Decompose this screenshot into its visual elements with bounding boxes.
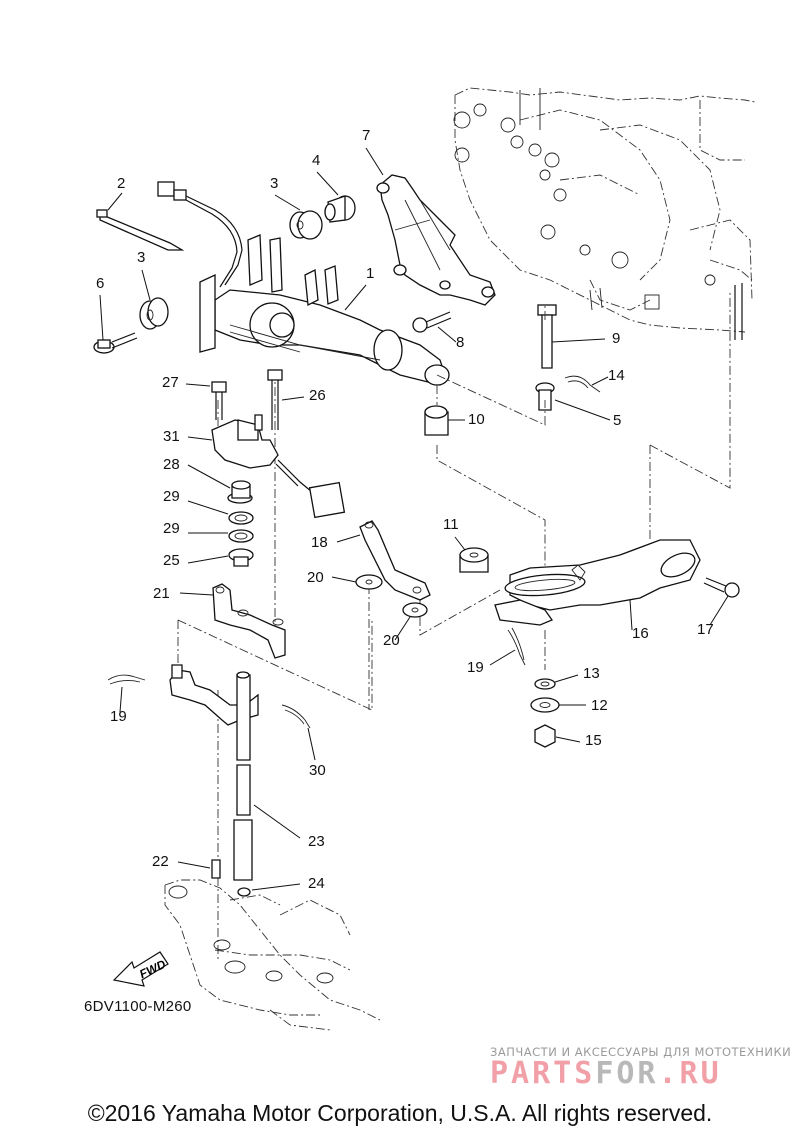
- callout-part-19: 19: [110, 708, 127, 725]
- callout-part-16: 16: [632, 625, 649, 642]
- callout-part-23: 23: [308, 833, 325, 850]
- copyright-notice: ©2016 Yamaha Motor Corporation, U.S.A. A…: [87, 1100, 713, 1126]
- bolt-part-27: [185, 381, 227, 420]
- callout-part-11: 11: [443, 516, 459, 533]
- washer-part-29: [187, 500, 254, 543]
- link-part-18: [336, 520, 431, 601]
- collar-part-5: [535, 382, 611, 421]
- shift-lever-lower: [169, 664, 259, 726]
- callout-part-17: 17: [697, 621, 714, 638]
- watermark-brand-3: .RU: [658, 1056, 722, 1091]
- assembly-lines: [177, 290, 731, 960]
- callout-part-31: 31: [163, 428, 180, 445]
- bolt-part-8: [412, 311, 457, 343]
- callout-part-29: 29: [163, 488, 180, 505]
- washer-part-12: [530, 697, 586, 713]
- callout-part-20: 20: [383, 632, 400, 649]
- watermark-logo: PARTSFOR.RU: [490, 1056, 722, 1091]
- collar-part-4: [316, 171, 356, 223]
- callout-part-29: 29: [163, 520, 180, 537]
- callout-part-15: 15: [585, 732, 602, 749]
- shaft-part-23: [233, 671, 301, 881]
- callout-part-7: 7: [362, 127, 370, 144]
- callout-part-30: 30: [309, 762, 326, 779]
- watermark-subtitle: ЗАПЧАСТИ И АКСЕССУАРЫ ДЛЯ МОТОТЕХНИКИ: [490, 1045, 792, 1059]
- callout-part-19: 19: [467, 659, 484, 676]
- callout-part-22: 22: [152, 853, 169, 870]
- callout-part-5: 5: [613, 412, 621, 429]
- lever-part-21: [179, 583, 286, 659]
- callout-part-24: 24: [308, 875, 325, 892]
- callout-part-4: 4: [312, 152, 320, 169]
- clip-part-19: [107, 627, 526, 713]
- bolt-part-9: [537, 304, 606, 369]
- callout-part-3: 3: [137, 249, 145, 266]
- lower-housing-outline: [164, 879, 381, 1031]
- callout-part-25: 25: [163, 552, 180, 569]
- bolt-part-26: [267, 369, 305, 430]
- watermark-brand-1: PARTS: [490, 1056, 596, 1091]
- callout-part-26: 26: [309, 387, 326, 404]
- pin-part-22: [177, 859, 221, 879]
- clip-part-30: [281, 704, 316, 761]
- fwd-arrow-icon: FWD: [112, 951, 169, 987]
- fwd-label: FWD: [137, 957, 168, 981]
- callout-part-28: 28: [163, 456, 180, 473]
- callout-part-20: 20: [307, 569, 324, 586]
- bolt-part-17: [703, 577, 740, 626]
- callout-part-3: 3: [270, 175, 278, 192]
- clip-part-14: [564, 375, 609, 393]
- callout-part-27: 27: [162, 374, 179, 391]
- callout-part-2: 2: [117, 175, 125, 192]
- washer-part-20: [331, 574, 428, 641]
- bracket-part-7: [365, 147, 496, 306]
- bushing-part-10: [424, 405, 465, 436]
- callout-part-18: 18: [311, 534, 328, 551]
- shift-shaft-part-1: [199, 234, 450, 386]
- bushing-part-25: [187, 548, 254, 567]
- wiring-harness: [157, 181, 243, 288]
- bolt-part-6: [93, 294, 138, 354]
- nut-part-15: [534, 724, 581, 748]
- engine-block-outline: [453, 87, 756, 340]
- cable-tie-part-2: [96, 192, 185, 251]
- callout-part-21: 21: [153, 585, 170, 602]
- callout-part-1: 1: [366, 265, 374, 282]
- callout-part-13: 13: [583, 665, 600, 682]
- callout-part-8: 8: [456, 334, 464, 351]
- callout-part-14: 14: [608, 367, 625, 384]
- watermark-brand-2: FOR: [595, 1056, 659, 1091]
- bushing-part-11: [454, 536, 489, 573]
- bushing-part-3: [139, 194, 323, 330]
- sensor-part-31: [187, 414, 346, 519]
- arm-part-16: [494, 539, 701, 631]
- washer-part-13: [534, 674, 579, 690]
- diagram-code: 6DV1100-M260: [84, 998, 192, 1015]
- callout-part-12: 12: [591, 697, 608, 714]
- callout-part-6: 6: [96, 275, 104, 292]
- callout-part-10: 10: [468, 411, 485, 428]
- o-ring-part-24: [237, 883, 301, 897]
- bushing-part-28: [187, 464, 253, 504]
- callout-part-9: 9: [612, 330, 620, 347]
